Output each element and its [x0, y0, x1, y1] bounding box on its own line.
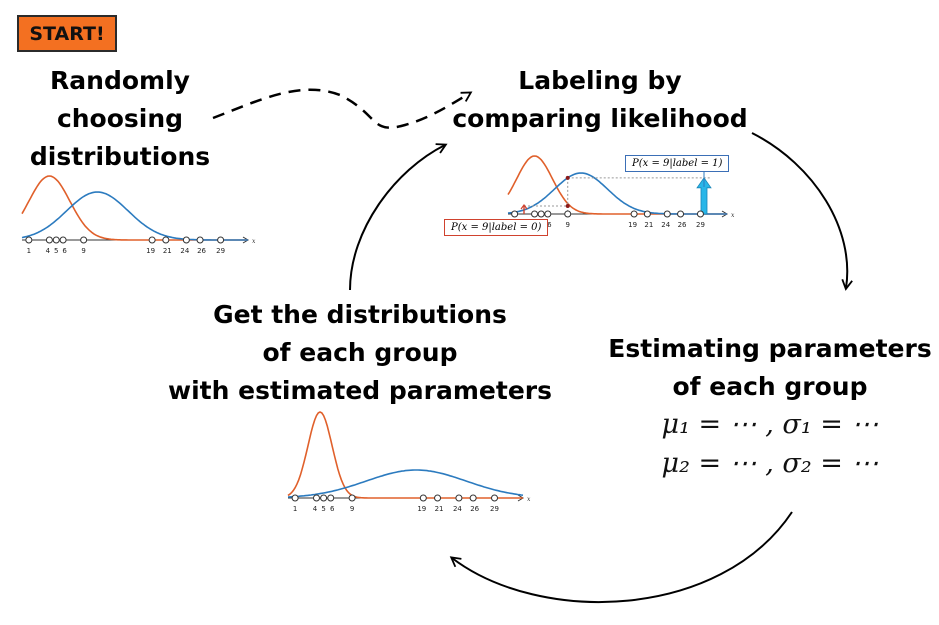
tick-label: 29 — [216, 247, 225, 255]
data-point — [312, 494, 320, 502]
data-point — [25, 236, 33, 244]
data-point — [696, 210, 704, 218]
start-badge: START! — [17, 15, 117, 52]
step-random-line-3: distributions — [29, 142, 211, 171]
step-get-line-2: of each group — [262, 338, 458, 367]
likelihood-arrow-large — [696, 177, 712, 215]
tick-label: 5 — [321, 505, 325, 513]
tick-label: 9 — [565, 221, 569, 229]
data-point — [455, 494, 463, 502]
axis-label: x — [252, 238, 256, 245]
arrow-get-to-labeling — [349, 143, 448, 291]
data-point — [511, 210, 519, 218]
tick-label: 4 — [313, 505, 318, 513]
step-random-line-2: choosing — [56, 104, 184, 133]
data-point — [491, 494, 499, 502]
tick-label: 29 — [490, 505, 499, 513]
axis-label: x — [731, 212, 735, 219]
arrow-estimate-to-get — [449, 511, 793, 604]
dashed-arrow-start-to-labeling — [212, 88, 473, 129]
data-point — [564, 210, 572, 218]
tick-label: 9 — [350, 505, 354, 513]
tick-label: 6 — [330, 505, 335, 513]
curve-blue — [21, 191, 248, 241]
step-estimate-line-2: of each group — [672, 372, 868, 401]
data-point — [469, 494, 477, 502]
data-point — [434, 494, 442, 502]
data-point — [643, 210, 651, 218]
tick-label: 26 — [470, 505, 479, 513]
tick-label: 21 — [644, 221, 653, 229]
curve-orange — [287, 411, 523, 499]
tick-label: 24 — [453, 505, 462, 513]
data-point — [537, 210, 545, 218]
step-estimate-label: Estimating parameters of each group — [600, 330, 939, 406]
tick-label: 29 — [696, 221, 705, 229]
tick-label: 24 — [661, 221, 670, 229]
data-point — [320, 494, 328, 502]
data-point — [419, 494, 427, 502]
tick-label: 6 — [62, 247, 67, 255]
data-point — [630, 210, 638, 218]
data-point — [182, 236, 190, 244]
data-point — [677, 210, 685, 218]
data-point — [196, 236, 204, 244]
step-random-line-1: Randomly — [50, 66, 190, 95]
probability-label-1: P(x = 9|label = 1) — [625, 155, 730, 172]
data-point — [80, 236, 88, 244]
data-point — [162, 236, 170, 244]
data-point — [148, 236, 156, 244]
curve-orange — [21, 175, 248, 241]
tick-label: 21 — [435, 505, 444, 513]
data-point — [52, 236, 60, 244]
step-random-label: Randomly choosing distributions — [10, 62, 230, 176]
tick-label: 4 — [46, 247, 51, 255]
step-labeling-label: Labeling by comparing likelihood — [440, 62, 760, 138]
tick-label: 26 — [678, 221, 687, 229]
step-labeling-line-1: Labeling by — [518, 66, 682, 95]
data-point — [348, 494, 356, 502]
data-point — [45, 236, 53, 244]
formula-group-1: μ₁ = ⋯ , σ₁ = ⋯ — [661, 409, 879, 440]
data-point — [531, 210, 539, 218]
tick-label: 21 — [163, 247, 172, 255]
data-point — [217, 236, 225, 244]
arrow-labeling-to-estimate — [751, 132, 853, 291]
data-point — [327, 494, 335, 502]
data-point — [544, 210, 552, 218]
curve-blue — [287, 469, 524, 498]
tick-label: 1 — [293, 505, 297, 513]
step-estimate-line-1: Estimating parameters — [608, 334, 932, 363]
likelihood-point-1 — [565, 175, 570, 180]
data-point — [663, 210, 671, 218]
tick-label: 26 — [197, 247, 206, 255]
axis-label: x — [527, 496, 531, 503]
step-get-line-1: Get the distributions — [213, 300, 507, 329]
tick-label: 5 — [54, 247, 58, 255]
tick-label: 24 — [180, 247, 189, 255]
tick-label: 19 — [628, 221, 637, 229]
likelihood-arrowhead-small — [520, 204, 528, 210]
tick-label: 6 — [547, 221, 552, 229]
step-labeling-line-2: comparing likelihood — [452, 104, 748, 133]
tick-label: 19 — [417, 505, 426, 513]
tick-label: 19 — [146, 247, 155, 255]
data-point — [291, 494, 299, 502]
formula-group-2: μ₂ = ⋯ , σ₂ = ⋯ — [661, 448, 879, 479]
step-get-line-3: with estimated parameters — [168, 376, 552, 405]
data-point — [59, 236, 67, 244]
probability-label-0: P(x = 9|label = 0) — [444, 219, 549, 236]
likelihood-point-0 — [565, 204, 570, 208]
curve-blue — [507, 172, 727, 215]
step-get-label: Get the distributions of each group with… — [160, 296, 560, 410]
tick-label: 9 — [81, 247, 85, 255]
tick-label: 1 — [27, 247, 31, 255]
